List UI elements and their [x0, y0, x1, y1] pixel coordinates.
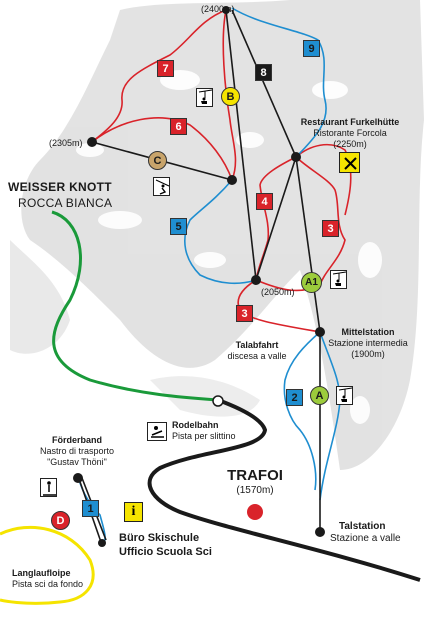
slope-3-marker[interactable]: 3	[322, 220, 339, 237]
peak-altitude-label: (2400m)	[201, 4, 235, 14]
restaurant-name-it-label: Ristorante Forcola	[313, 128, 387, 138]
restaurant-icon	[339, 152, 360, 173]
chairlift-icon-a1	[330, 270, 347, 289]
blue-slopes	[77, 7, 341, 546]
mid-station-label: Mittelstation	[341, 327, 395, 337]
lift-c-marker[interactable]: C	[148, 151, 167, 170]
lift-d-marker[interactable]: D	[51, 511, 70, 530]
chairlift-icon	[196, 88, 213, 107]
restaurant-altitude-label: (2250m)	[333, 139, 367, 149]
mid-station-altitude-label: (1900m)	[351, 349, 385, 359]
cross-country-trail	[0, 525, 95, 605]
village-altitude-label: (1570m)	[236, 485, 274, 496]
lift-a-marker[interactable]: A	[310, 386, 329, 405]
cross-country-it-label: Pista sci da fondo	[12, 579, 84, 589]
slope-1-marker[interactable]: 1	[82, 500, 99, 517]
slope-3b-marker[interactable]: 3	[236, 305, 253, 322]
ski-school-it-label: Ufficio Scuola Sci	[119, 546, 212, 558]
t-bar-icon	[153, 177, 170, 196]
conveyor-name-label: "Gustav Thöni"	[47, 457, 107, 467]
village-marker	[247, 504, 263, 520]
valley-station-it-label: Stazione a valle	[330, 533, 401, 544]
ski-school-label: Büro Skischule	[119, 532, 200, 544]
road	[147, 398, 421, 582]
restaurant-name-label: Restaurant Furkelhütte	[300, 117, 400, 127]
lift-b-marker[interactable]: B	[221, 87, 240, 106]
village-name-label: TRAFOI	[227, 467, 283, 484]
left-station-altitude-label: (2305m)	[49, 138, 83, 148]
slope-6-marker[interactable]: 6	[170, 118, 187, 135]
area-name-label: WEISSER KNOTT	[8, 180, 112, 194]
terrain-spots	[76, 70, 382, 424]
toboggan-icon	[147, 422, 167, 441]
rodelbahn-start	[212, 395, 224, 407]
slope-4-marker[interactable]: 4	[256, 193, 273, 210]
toboggan-it-label: Pista per slittino	[172, 431, 236, 441]
slope-8-marker[interactable]: 8	[255, 64, 272, 81]
valley-run-label: Talabfahrt	[235, 340, 279, 350]
station-2050-label: (2050m)	[261, 287, 295, 297]
chairlift-icon-a	[336, 386, 353, 405]
slope-5-marker[interactable]: 5	[170, 218, 187, 235]
lift-stations	[73, 6, 325, 547]
conveyor-it-label: Nastro di trasporto	[40, 446, 115, 456]
slope-2-marker[interactable]: 2	[286, 389, 303, 406]
cross-country-label: Langlaufloipe	[12, 568, 71, 578]
slope-7-marker[interactable]: 7	[157, 60, 174, 77]
conveyor-icon	[40, 478, 57, 497]
info-icon: i	[124, 502, 143, 522]
lift-lines	[77, 9, 321, 546]
lift-a1-marker[interactable]: A1	[301, 272, 322, 293]
area-name-it-label: ROCCA BIANCA	[18, 196, 113, 210]
conveyor-label: Förderband	[51, 435, 102, 445]
mid-station-it-label: Stazione intermedia	[328, 338, 408, 348]
slope-9-marker[interactable]: 9	[303, 40, 320, 57]
toboggan-label: Rodelbahn	[172, 420, 219, 430]
valley-run-it-label: discesa a valle	[227, 351, 287, 361]
valley-station-label: Talstation	[339, 521, 386, 532]
toboggan-run	[51, 210, 219, 402]
